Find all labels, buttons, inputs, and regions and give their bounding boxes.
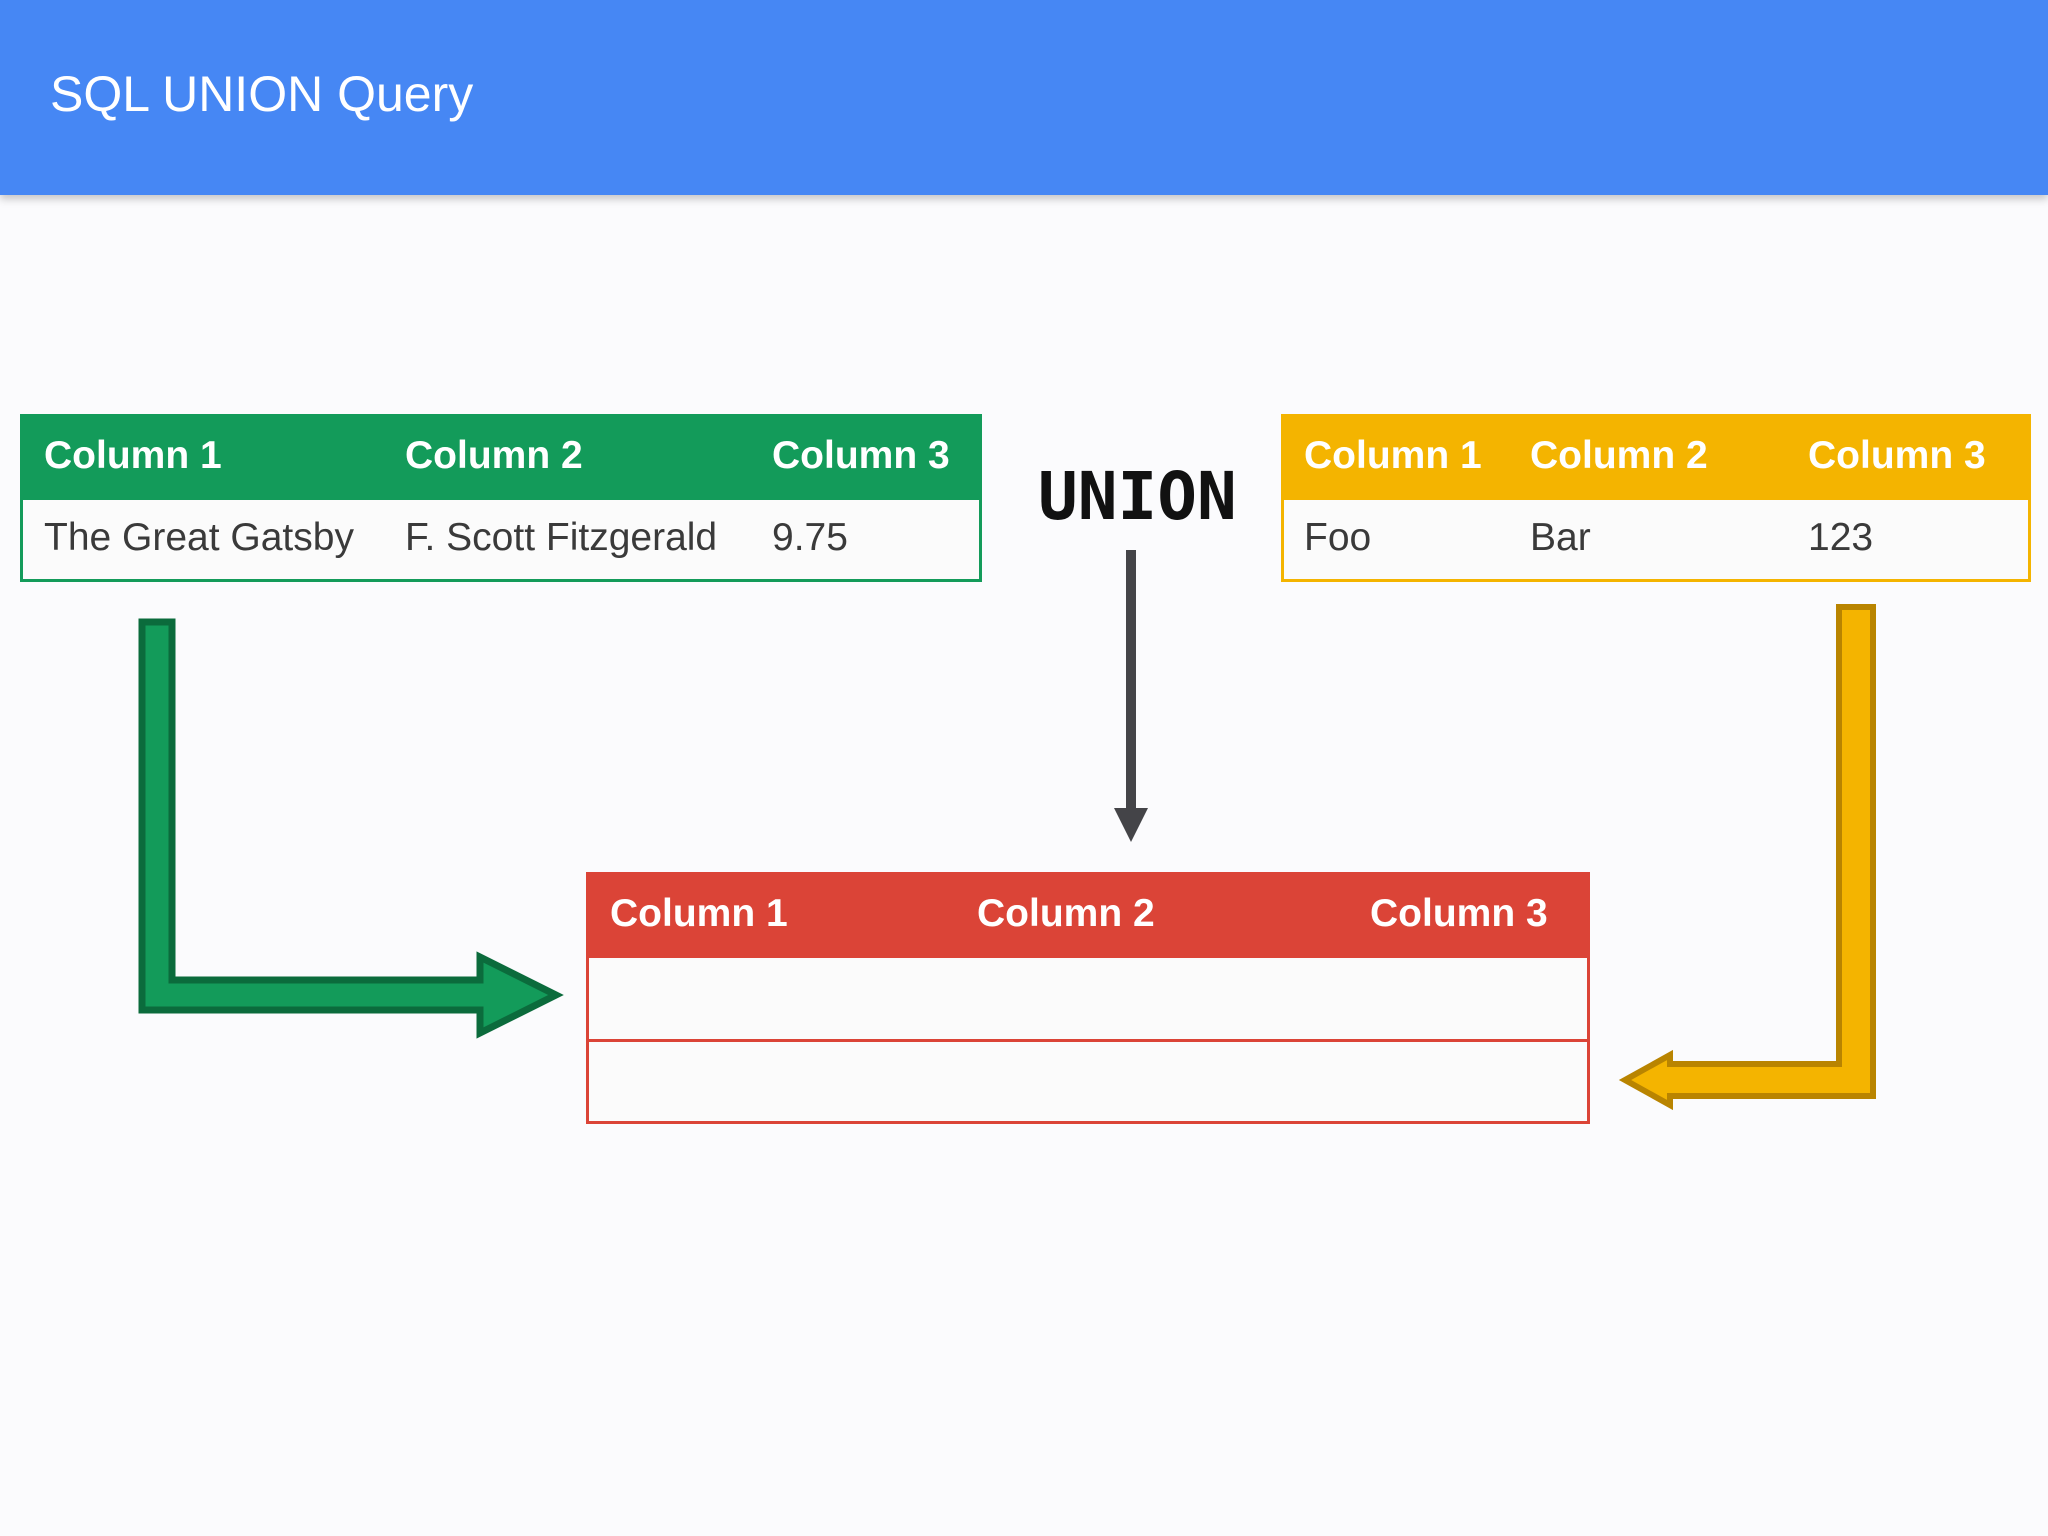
table-cell: The Great Gatsby [44,516,354,559]
row-divider [589,1039,1587,1042]
column-header: Column 2 [1530,434,1708,477]
table-cell: Foo [1304,516,1372,559]
column-header: Column 3 [1370,892,1548,935]
column-header: Column 3 [772,434,950,477]
column-header: Column 1 [610,892,788,935]
union-arrow-shaft [1126,550,1136,812]
table-result: Column 1 Column 2 Column 3 [586,872,1590,1124]
arrow-down-icon [1114,808,1148,842]
table-header: Column 1 Column 2 Column 3 [23,417,979,500]
table-right: Column 1 Column 2 Column 3 Foo Bar 123 [1281,414,2031,582]
table-cell: F. Scott Fitzgerald [405,516,718,559]
column-header: Column 3 [1808,434,1986,477]
table-cell: 9.75 [772,516,848,559]
column-header: Column 2 [405,434,583,477]
arrow-left-icon [1618,604,1876,1111]
page-title: SQL UNION Query [50,66,474,122]
arrow-right-icon [138,618,564,1039]
union-label: UNION [1038,458,1237,535]
table-header: Column 1 Column 2 Column 3 [1284,417,2028,500]
header-bar: SQL UNION Query [0,0,2048,195]
table-header: Column 1 Column 2 Column 3 [589,875,1587,958]
column-header: Column 1 [1304,434,1482,477]
table-cell: Bar [1530,516,1591,559]
column-header: Column 2 [977,892,1155,935]
column-header: Column 1 [44,434,222,477]
table-cell: 123 [1808,516,1874,559]
table-left: Column 1 Column 2 Column 3 The Great Gat… [20,414,982,582]
